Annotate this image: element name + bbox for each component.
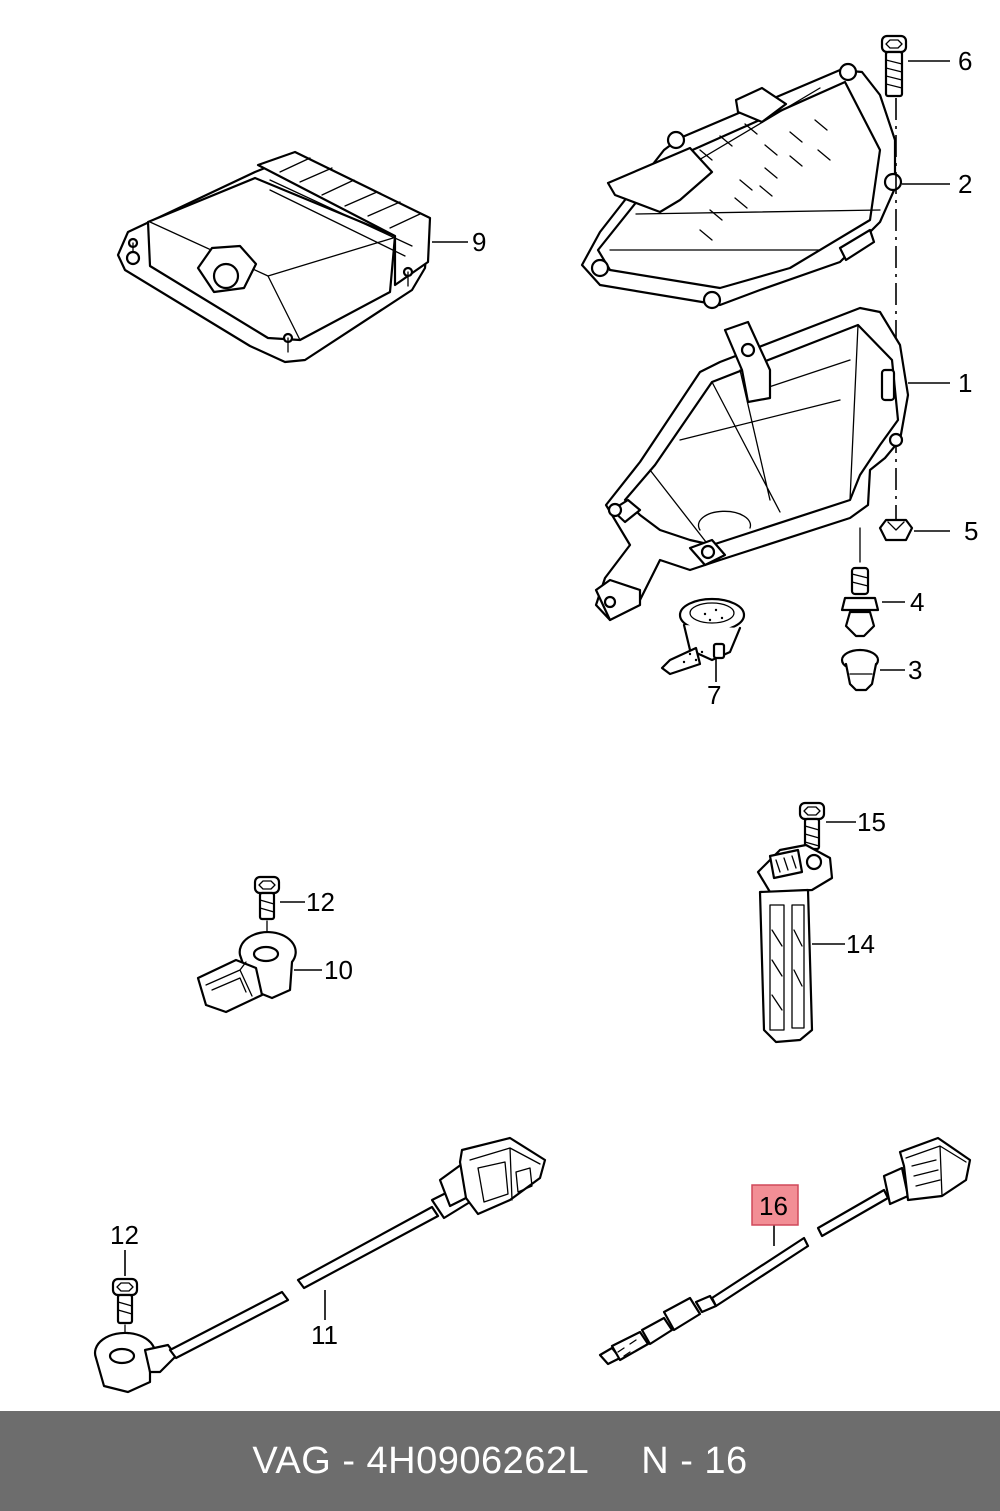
part-7-drain-filter <box>660 597 746 682</box>
callout-16: 16 <box>759 1191 788 1221</box>
parts-diagram: 1 2 3 4 5 6 7 9 10 11 12 12 14 15 16 <box>93 34 978 1394</box>
callout-16-highlight <box>751 1184 799 1226</box>
part-12-screw-upper <box>253 875 305 941</box>
part-9-control-unit <box>116 150 468 364</box>
diagram-position: N - 16 <box>641 1439 748 1482</box>
brand-part-number: VAG - 4H0906262L <box>252 1439 590 1482</box>
callout-5: 5 <box>964 516 978 546</box>
callout-12-lower: 12 <box>110 1220 139 1250</box>
callout-15: 15 <box>857 807 886 837</box>
part-2-cover <box>580 62 950 310</box>
part-6-screw <box>880 34 950 98</box>
callout-2: 2 <box>958 169 972 199</box>
callout-9: 9 <box>472 227 486 257</box>
part-12-screw-lower <box>111 1250 139 1346</box>
part-11-knock-sensor-cable <box>93 1136 547 1394</box>
callout-7: 7 <box>707 680 721 710</box>
callout-labels: 1 2 3 4 5 6 7 9 10 11 12 12 14 15 16 <box>110 46 978 1350</box>
part-5-nut <box>878 518 950 542</box>
part-1-housing <box>594 306 950 622</box>
part-number-footer: VAG - 4H0906262L N - 16 <box>0 1411 1000 1511</box>
callout-6: 6 <box>958 46 972 76</box>
part-4-stud <box>840 527 905 638</box>
part-16-lambda-probe <box>598 1136 972 1366</box>
callout-14: 14 <box>846 929 875 959</box>
callout-3: 3 <box>908 655 922 685</box>
callout-11: 11 <box>311 1320 338 1350</box>
callout-10: 10 <box>324 955 353 985</box>
callout-12-upper: 12 <box>306 887 335 917</box>
part-15-screw <box>798 801 856 851</box>
part-14-sensor <box>756 843 845 1044</box>
callout-1: 1 <box>958 368 972 398</box>
part-10-knock-sensor <box>196 930 322 1014</box>
callout-4: 4 <box>910 587 924 617</box>
part-3-grommet <box>840 648 905 692</box>
